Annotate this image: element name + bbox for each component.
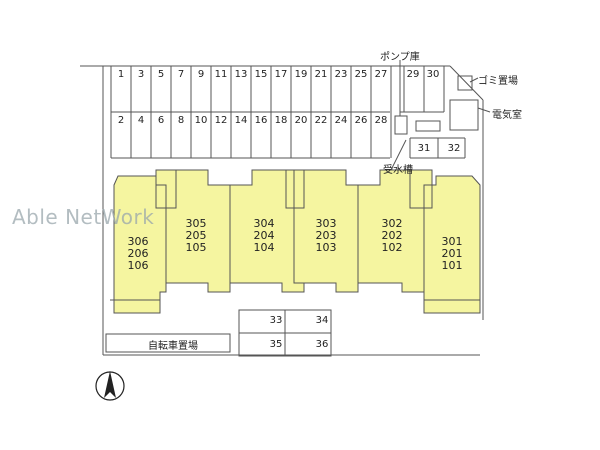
parking-stall: 13 [234,69,248,80]
bicycle-parking-label: 自転車置場 [148,341,198,352]
parking-stall: 9 [197,69,205,80]
parking-stall: 22 [314,115,328,126]
parking-stall: 7 [177,69,185,80]
parking-stall: 36 [315,339,329,350]
parking-stall: 29 [406,69,420,80]
parking-stall: 16 [254,115,268,126]
water-tank-label: 受水槽 [383,165,413,176]
pump-room-label: ポンプ庫 [380,52,420,63]
parking-stall: 23 [334,69,348,80]
unit-label: 302 202 102 [381,217,403,254]
parking-stall: 17 [274,69,288,80]
parking-stall: 2 [117,115,125,126]
unit-label: 303 203 103 [315,217,337,254]
parking-stall: 19 [294,69,308,80]
parking-stall: 11 [214,69,228,80]
parking-stall: 4 [137,115,145,126]
parking-stall: 10 [194,115,208,126]
parking-stall: 27 [374,69,388,80]
parking-stall: 8 [177,115,185,126]
unit-label: 305 205 105 [185,217,207,254]
parking-stall: 34 [315,315,329,326]
parking-stall: 25 [354,69,368,80]
north-arrow-icon [95,371,125,401]
parking-stall: 3 [137,69,145,80]
unit-label: 304 204 104 [253,217,275,254]
parking-stall: 12 [214,115,228,126]
parking-stall: 28 [374,115,388,126]
parking-stall: 18 [274,115,288,126]
watermark-text: Able NetWork [12,205,155,229]
parking-stall: 1 [117,69,125,80]
electric-room-label: 電気室 [492,110,522,121]
parking-stall: 20 [294,115,308,126]
unit-label: 306 206 106 [127,235,149,272]
parking-stall: 24 [334,115,348,126]
parking-stall: 14 [234,115,248,126]
parking-stall: 35 [269,339,283,350]
parking-stall: 33 [269,315,283,326]
unit-label: 301 201 101 [441,235,463,272]
parking-stall: 31 [417,143,431,154]
parking-stall: 30 [426,69,440,80]
parking-stall: 15 [254,69,268,80]
garbage-area-label: ゴミ置場 [478,76,518,87]
parking-stall: 21 [314,69,328,80]
parking-stall: 32 [447,143,461,154]
parking-stall: 6 [157,115,165,126]
parking-stall: 26 [354,115,368,126]
parking-stall: 5 [157,69,165,80]
